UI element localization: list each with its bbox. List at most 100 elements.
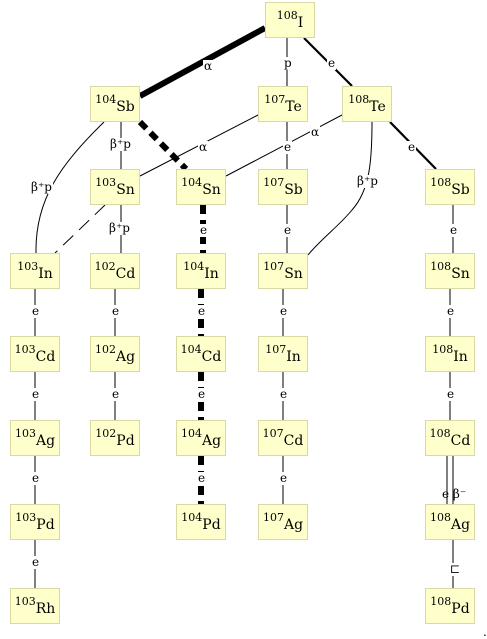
decay-mode-label: α	[310, 125, 321, 139]
decay-mode-label: e	[31, 387, 41, 401]
mass-number: 104	[95, 92, 117, 106]
decay-mode-label: e	[111, 303, 121, 318]
mass-number: 107	[262, 426, 284, 440]
decay-mode-label: e	[31, 555, 41, 569]
element-symbol: Ag	[201, 433, 222, 449]
mass-number: 108	[429, 426, 451, 440]
element-symbol: I	[297, 15, 304, 31]
mass-number: 102	[95, 426, 117, 440]
decay-mode-label: e	[199, 223, 209, 237]
decay-mode-label: α	[203, 59, 214, 73]
element-symbol: Pd	[116, 433, 135, 449]
edge-te108-to-sn107	[307, 121, 373, 256]
element-symbol: Sb	[451, 182, 470, 198]
decay-mode-label: e	[197, 387, 207, 401]
element-symbol: In	[38, 266, 53, 282]
element-symbol: In	[204, 266, 219, 282]
trailing-mark: .	[483, 625, 487, 639]
element-symbol: Cd	[35, 349, 56, 365]
element-symbol: Cd	[201, 349, 222, 365]
mass-number: 108	[430, 259, 452, 273]
element-symbol: In	[453, 349, 468, 365]
decay-mode-label: e	[31, 303, 41, 318]
mass-number: 108	[432, 342, 454, 356]
element-symbol: Ag	[35, 433, 56, 449]
element-symbol: In	[286, 349, 301, 365]
decay-mode-label: β⁺p	[30, 180, 53, 194]
element-symbol: Pd	[451, 601, 470, 617]
decay-mode-label: e β⁻	[442, 487, 467, 501]
mass-number: 103	[17, 259, 39, 273]
decay-mode-label: e	[279, 471, 289, 485]
element-symbol: Pd	[36, 517, 55, 533]
mass-number: 108	[276, 8, 298, 22]
mass-number: 102	[94, 342, 116, 356]
element-symbol: Cd	[115, 266, 136, 282]
decay-mode-label: e	[283, 223, 293, 237]
decay-mode-label: p	[283, 56, 293, 70]
decay-mode-label: e	[449, 223, 459, 237]
element-symbol: Ag	[115, 349, 136, 365]
edge-sn103-to-in103	[54, 204, 106, 254]
element-symbol: Ag	[283, 517, 304, 533]
mass-number: 107	[264, 92, 286, 106]
element-symbol: Ag	[450, 517, 471, 533]
mass-number: 107	[265, 342, 287, 356]
decay-mode-label: e	[446, 387, 456, 401]
element-symbol: Cd	[283, 433, 304, 449]
mass-number: 107	[263, 259, 285, 273]
mass-number: 103	[95, 175, 117, 189]
mass-number: 104	[180, 342, 202, 356]
edge-i108-to-sb104	[138, 25, 267, 99]
mass-number: 104	[180, 426, 202, 440]
decay-mode-label: ⊏	[449, 562, 462, 576]
decay-mode-label: e	[279, 387, 289, 401]
element-symbol: Sn	[202, 182, 221, 198]
element-symbol: Cd	[450, 433, 471, 449]
mass-number: 103	[14, 594, 36, 608]
decay-mode-label: e	[279, 303, 289, 318]
decay-mode-label: e	[197, 303, 207, 318]
mass-number: 108	[430, 594, 452, 608]
mass-number: 104	[181, 175, 203, 189]
decay-mode-label: e	[327, 56, 337, 70]
decay-mode-label: β⁺p	[356, 174, 379, 188]
element-symbol: Sb	[116, 99, 135, 115]
decay-mode-label: e	[31, 471, 41, 485]
decay-mode-label: e	[283, 140, 293, 154]
decay-mode-label: e	[197, 471, 207, 485]
mass-number: 108	[429, 510, 451, 524]
edge-sb104-to-sn104	[137, 119, 189, 172]
mass-number: 103	[15, 510, 37, 524]
decay-mode-label: β⁺p	[108, 221, 131, 235]
mass-number: 108	[430, 175, 452, 189]
mass-number: 103	[14, 426, 36, 440]
element-symbol: Sn	[451, 266, 470, 282]
decay-mode-label: β⁺p	[109, 137, 132, 151]
